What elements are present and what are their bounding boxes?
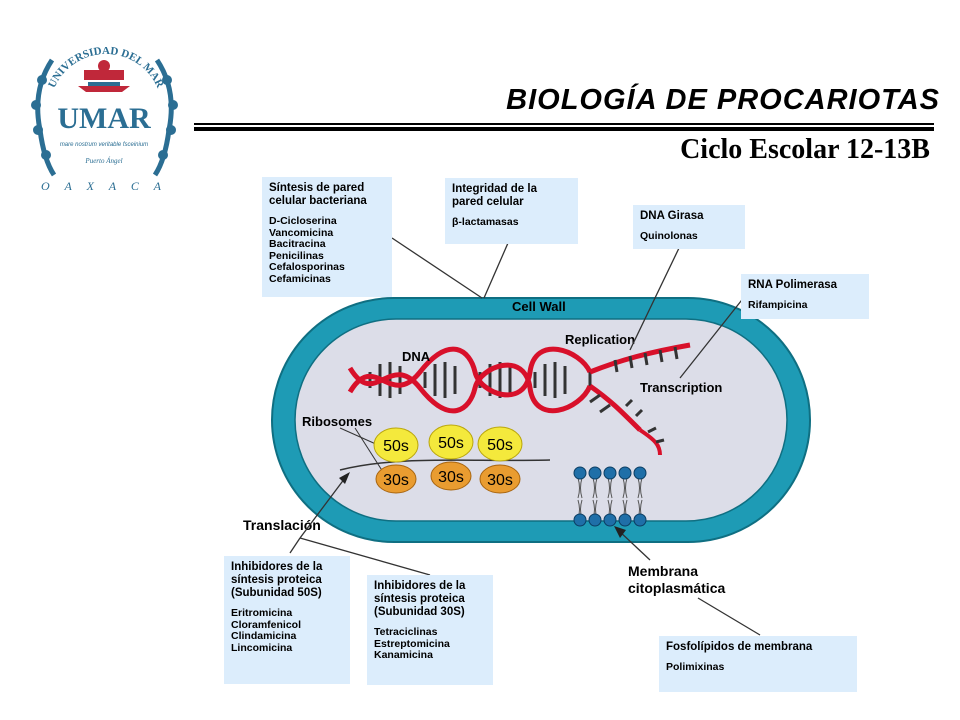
box-title: Síntesis de pared — [269, 182, 365, 194]
box-cell-wall-synthesis: Síntesis de pared celular bacteriana D-C… — [262, 177, 392, 297]
logo-crest — [78, 60, 130, 92]
ribosome-1-50s: 50s — [383, 438, 409, 455]
membrane-bilayer — [573, 466, 647, 527]
box-membrane-phospholipids: Fosfolípidos de membrana Polimixinas — [659, 636, 857, 692]
logo-motto: mare nostrum veritable fsceinium — [60, 142, 148, 148]
ribosome-2: 50s 30s — [428, 424, 474, 491]
box-inhibitors-50s: Inhibidores de la síntesis proteica (Sub… — [224, 556, 350, 684]
box-title: síntesis proteica — [231, 574, 322, 586]
title-rule-thin — [194, 123, 934, 125]
replication-label: Replication — [565, 332, 635, 347]
drug-item: Tetraciclinas — [374, 626, 438, 638]
drug-item: Eritromicina — [231, 607, 293, 619]
drug-item: Clindamicina — [231, 630, 297, 642]
drug-item: Lincomicina — [231, 641, 293, 654]
connector-lines — [289, 237, 761, 636]
ribosomes-label: Ribosomes — [302, 414, 372, 429]
dna-helix — [347, 342, 691, 456]
arrowheads — [339, 472, 626, 538]
ribosome-3: 50s 30s — [477, 426, 523, 494]
box-title: (Subunidad 50S) — [231, 587, 322, 599]
transcription-label: Transcription — [640, 380, 722, 395]
logo-place: Puerto Ángel — [84, 157, 122, 165]
logo-monogram: UMAR — [57, 102, 151, 135]
ribosomes-pointer — [339, 427, 379, 446]
drug-item: Penicilinas — [269, 249, 324, 262]
drug-item: Rifampicina — [748, 299, 808, 311]
box-title: DNA Girasa — [640, 210, 704, 222]
drug-item: Kanamicina — [374, 649, 433, 661]
membrane-label-line2: citoplasmática — [628, 580, 725, 596]
slide-title: BIOLOGÍA DE PROCARIOTAS — [506, 84, 940, 116]
ribosome-2-30s: 30s — [438, 469, 464, 486]
box-title: celular bacteriana — [269, 195, 367, 207]
box-rna-polymerase: RNA Polimerasa Rifampicina — [741, 274, 869, 319]
drug-item: Quinolonas — [640, 230, 698, 242]
box-title: Inhibidores de la — [374, 580, 466, 592]
box-title: Inhibidores de la — [231, 561, 323, 573]
dna-label: DNA — [402, 349, 431, 364]
drug-item: Cefalosporinas — [269, 261, 345, 273]
drug-item: β-lactamasas — [452, 216, 519, 228]
box-title: Integridad de la — [452, 183, 537, 195]
drug-item: Bacitracina — [269, 238, 326, 250]
drug-item: Cloramfenicol — [231, 618, 302, 631]
ribosome-1-30s: 30s — [383, 472, 409, 489]
cytoplasm — [294, 318, 788, 522]
drug-item: Estreptomicina — [374, 637, 450, 650]
ribosome-2-50s: 50s — [438, 435, 464, 452]
box-inhibitors-30s: Inhibidores de la síntesis proteica (Sub… — [367, 575, 493, 685]
ribosome-3-30s: 30s — [487, 472, 513, 489]
box-dna-gyrase: DNA Girasa Quinolonas — [633, 205, 745, 249]
box-title: RNA Polimerasa — [748, 279, 838, 291]
translation-label: Translación — [243, 517, 321, 533]
slide-subtitle: Ciclo Escolar 12-13B — [680, 134, 930, 165]
drug-item: D-Cicloserina — [269, 215, 337, 227]
ribosome-3-50s: 50s — [487, 437, 513, 454]
drug-item: Cefamicinas — [269, 272, 331, 285]
ribosome-1: 50s 30s — [373, 427, 419, 494]
box-title: pared celular — [452, 196, 524, 208]
cell-wall-label: Cell Wall — [512, 299, 566, 314]
box-title: Fosfolípidos de membrana — [666, 641, 813, 653]
drug-item: Polimixinas — [666, 661, 725, 673]
box-title: (Subunidad 30S) — [374, 606, 465, 618]
box-title: síntesis proteica — [374, 593, 465, 605]
university-logo: UNIVERSIDAD DEL MAR UMAR mare nostrum ve… — [31, 45, 178, 193]
membrane-label-line1: Membrana — [628, 563, 698, 579]
box-cell-wall-integrity: Integridad de la pared celular β-lactama… — [445, 178, 578, 244]
mrna-strand — [339, 459, 551, 471]
logo-state: O A X A C A — [41, 179, 167, 193]
title-rule-thick — [194, 127, 934, 131]
drug-item: Vancomicina — [269, 226, 334, 239]
